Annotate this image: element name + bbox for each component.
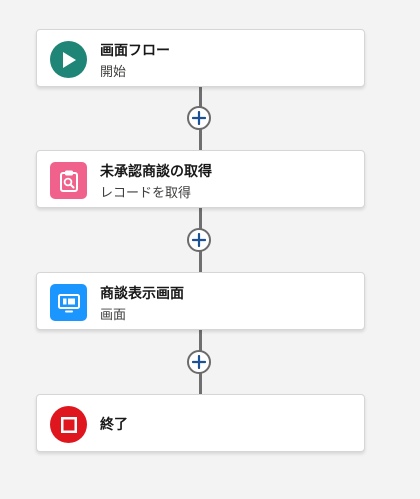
element-type: 開始 <box>100 65 127 80</box>
element-title: 終了 <box>100 417 128 433</box>
add-element-button[interactable] <box>187 106 211 130</box>
flow-start-element[interactable]: 画面フロー 開始 <box>36 29 365 87</box>
stop-icon <box>50 406 87 443</box>
flow-end-element[interactable]: 終了 <box>36 394 365 452</box>
element-type: 画面 <box>100 308 127 323</box>
plus-icon <box>192 111 206 125</box>
plus-icon <box>192 233 206 247</box>
add-element-button[interactable] <box>187 350 211 374</box>
add-element-button[interactable] <box>187 228 211 252</box>
element-title: 未承認商談の取得 <box>100 164 212 180</box>
element-title: 商談表示画面 <box>100 286 184 302</box>
flow-get-records-element[interactable]: 未承認商談の取得 レコードを取得 <box>36 150 365 208</box>
play-icon <box>50 41 87 78</box>
element-title: 画面フロー <box>100 43 170 59</box>
flow-screen-element[interactable]: 商談表示画面 画面 <box>36 272 365 330</box>
get-records-icon <box>50 162 87 199</box>
plus-icon <box>192 355 206 369</box>
screen-icon <box>50 284 87 321</box>
element-type: レコードを取得 <box>100 186 192 201</box>
